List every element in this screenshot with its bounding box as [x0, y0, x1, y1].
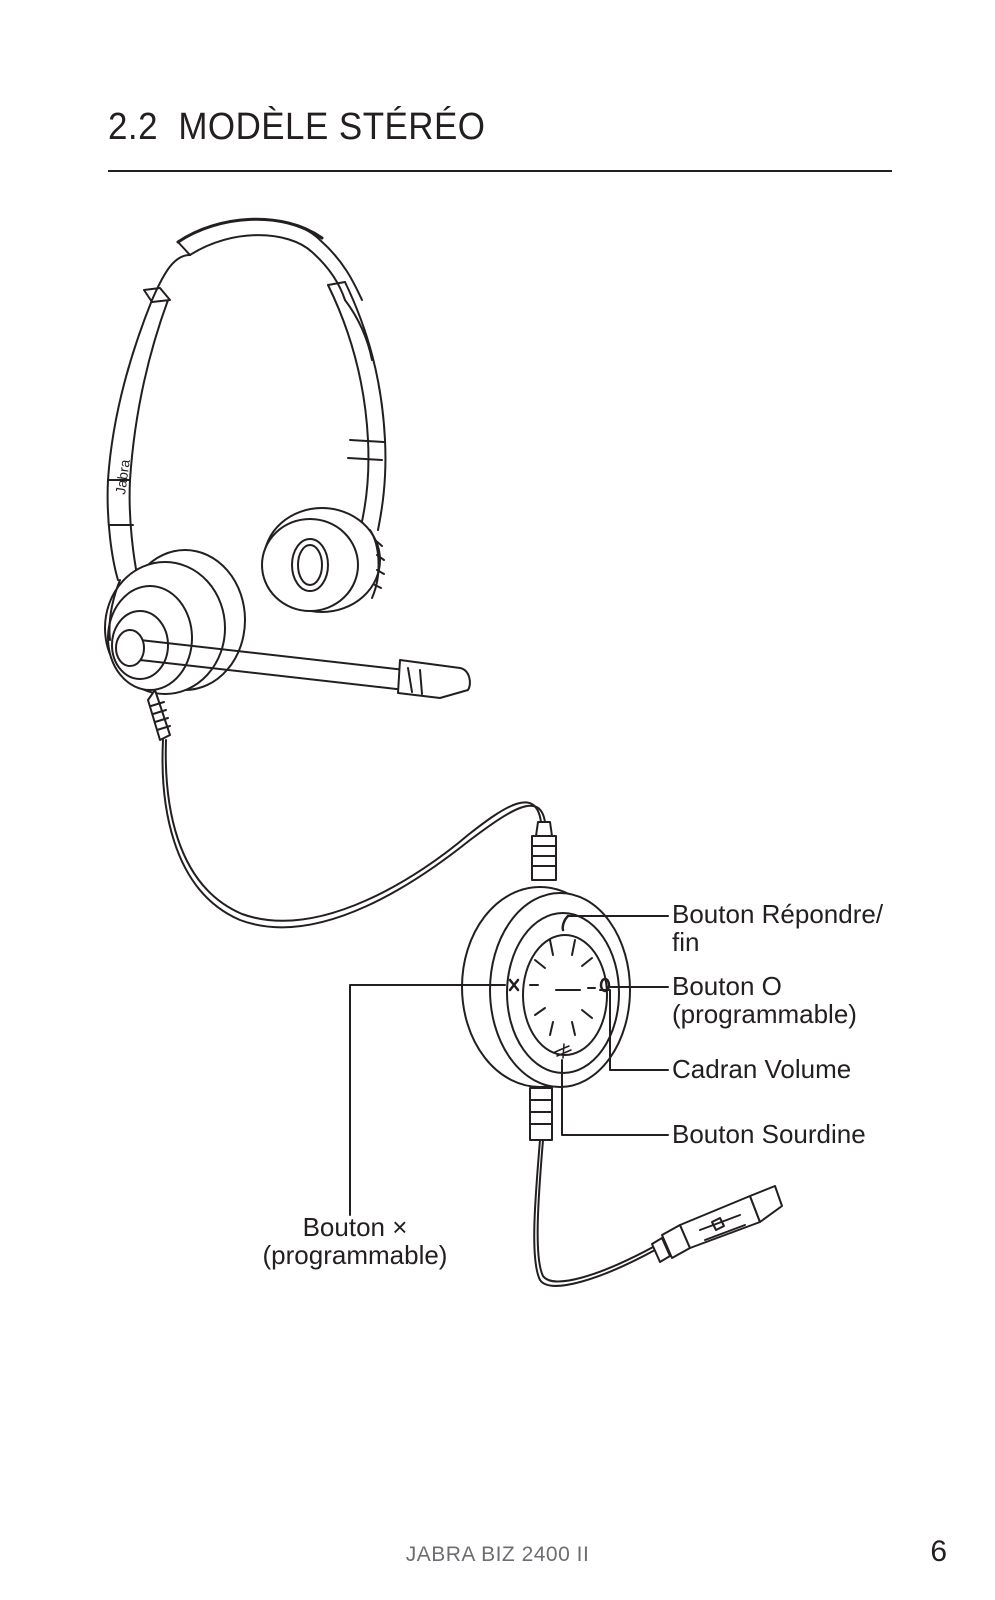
callout-button-o: Bouton O (programmable): [672, 972, 857, 1028]
callout-button-o-line1: Bouton O: [672, 971, 782, 1001]
section-title: 2.2 MODÈLE STÉRÉO: [108, 108, 485, 146]
callout-volume-dial-line1: Cadran Volume: [672, 1054, 852, 1084]
footer-product-name: JABRA BIZ 2400 II: [405, 1543, 590, 1566]
callout-answer-end-line2: fin: [672, 927, 700, 957]
callout-button-x: Bouton × (programmable): [255, 1213, 455, 1269]
headband-brand-label: Jabra: [112, 458, 133, 495]
usb-cable: [533, 1139, 783, 1287]
callout-answer-end-line1: Bouton Répondre/: [672, 899, 884, 929]
callout-button-x-line1: Bouton ×: [302, 1212, 408, 1242]
headset-cable: [147, 689, 546, 929]
section-title-text: MODÈLE STÉRÉO: [178, 106, 486, 148]
page-number: 6: [930, 1535, 947, 1568]
callout-mute-button: Bouton Sourdine: [672, 1120, 866, 1148]
headband: [106, 217, 387, 581]
callout-volume-dial: Cadran Volume: [672, 1055, 851, 1083]
callout-answer-end: Bouton Répondre/ fin: [672, 900, 883, 956]
control-unit: [461, 821, 631, 1141]
callout-mute-button-line1: Bouton Sourdine: [672, 1119, 866, 1149]
microphone-boom: [115, 629, 471, 699]
title-divider: [108, 170, 892, 172]
right-ear-cushion: [261, 507, 385, 613]
callout-button-x-line2: (programmable): [262, 1240, 448, 1270]
section-number: 2.2: [108, 106, 158, 148]
callout-button-o-line2: (programmable): [672, 999, 857, 1029]
callout-leaders: [349, 915, 669, 1216]
left-ear-cushion: [104, 549, 246, 695]
